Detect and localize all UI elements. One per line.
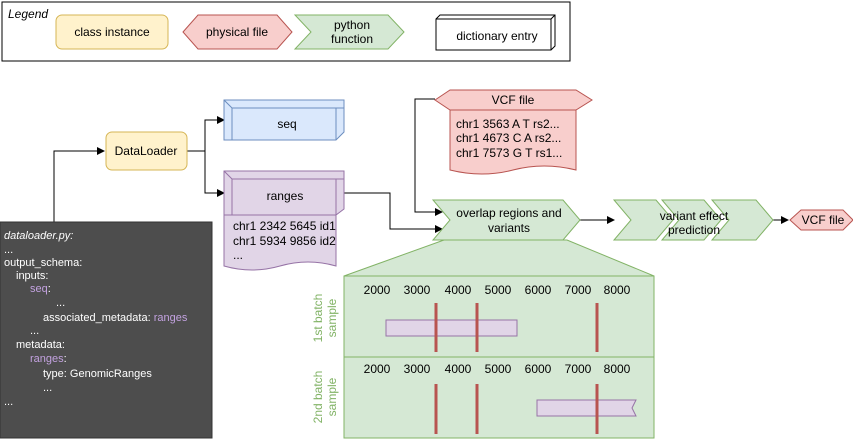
legend-dictionary-entry-label: dictionary entry — [456, 29, 537, 43]
vcf-file-input: VCF file chr1 3563 A T rs2... chr1 4673 … — [434, 89, 593, 175]
code-box: dataloader.py: ... output_schema: inputs… — [0, 221, 213, 439]
arrow-ranges-to-overlap — [344, 192, 443, 233]
overlap-label-2: variants — [488, 221, 530, 235]
vcf-output-label: VCF file — [802, 213, 845, 227]
tick-label: 6000 — [525, 362, 552, 376]
ranges-label: ranges — [267, 189, 304, 203]
code-line: ... — [56, 297, 65, 309]
arrow-dataloader-to-ranges — [187, 150, 225, 197]
arrow-code-to-dataloader — [53, 147, 105, 222]
legend-dictionary-entry-shape — [435, 14, 556, 51]
variant-effect-label-1: variant effect — [660, 209, 729, 223]
tick-label: 8000 — [604, 362, 631, 376]
code-line: type: GenomicRanges — [43, 368, 152, 380]
code-title: dataloader.py: — [4, 230, 73, 242]
code-line: seq: — [30, 283, 51, 295]
tick-label: 2000 — [364, 283, 391, 297]
code-line: associated_metadata: ranges — [43, 312, 188, 324]
legend-python-function-label-1: python — [334, 18, 370, 32]
legend-class-instance-shape — [55, 14, 169, 50]
tick-label: 7000 — [565, 362, 592, 376]
zoom-connector — [343, 239, 655, 277]
overlap-label-1: overlap regions and — [456, 206, 561, 220]
tick-label: 8000 — [604, 283, 631, 297]
ranges-line-3: ... — [233, 248, 243, 262]
ranges-line-2: chr1 5934 9856 id2 — [233, 234, 336, 248]
connectors — [53, 98, 789, 233]
code-line: ... — [4, 396, 13, 408]
code-line: ... — [43, 382, 52, 394]
tick-label: 4000 — [445, 362, 472, 376]
ranges-entries-box — [223, 214, 337, 271]
seq-node: seq — [223, 99, 345, 141]
batch2-label-1: 2nd batch — [311, 371, 325, 424]
tick-label: 3000 — [404, 283, 431, 297]
code-line: ... — [4, 244, 13, 256]
batch1-label-2: sample — [325, 298, 339, 337]
batch2-label-2: sample — [325, 377, 339, 416]
code-line: output_schema: — [4, 257, 82, 269]
vcf-file-title: VCF file — [492, 93, 535, 107]
code-line: ... — [30, 325, 39, 337]
dataloader-label: DataLoader — [115, 144, 178, 158]
tick-label: 7000 — [565, 283, 592, 297]
ranges-line-1: chr1 2342 5645 id1 — [233, 219, 336, 233]
code-line: inputs: — [16, 270, 48, 282]
arrow-dataloader-to-seq — [187, 116, 225, 152]
overlap-function-node — [431, 199, 581, 241]
zoom-panel: 2000 3000 4000 5000 6000 7000 8000 2000 … — [311, 275, 655, 439]
batch1-axis: 2000 3000 4000 5000 6000 7000 8000 — [364, 283, 631, 297]
variant-effect-node: variant effect prediction — [612, 199, 774, 241]
legend-physical-file-label: physical file — [206, 25, 268, 39]
legend-physical-file-shape — [182, 14, 293, 50]
code-line: ranges: — [30, 353, 67, 365]
legend: Legend class instance physical file pyth… — [1, 1, 571, 62]
batch2-range — [536, 399, 637, 417]
seq-label: seq — [277, 117, 296, 131]
tick-label: 3000 — [404, 362, 431, 376]
vcf-file-output — [789, 209, 853, 231]
code-line: metadata: — [16, 339, 65, 351]
arrow-vcf-to-overlap — [414, 98, 443, 216]
variant-effect-label-2: prediction — [668, 223, 720, 237]
tick-label: 2000 — [364, 362, 391, 376]
vcf-line-1: chr1 3563 A T rs2... — [456, 117, 560, 131]
legend-python-function-shape — [293, 14, 405, 50]
batch2-axis: 2000 3000 4000 5000 6000 7000 8000 — [364, 362, 631, 376]
tick-label: 4000 — [445, 283, 472, 297]
vcf-entries-box — [449, 109, 577, 175]
tick-label: 6000 — [525, 283, 552, 297]
legend-title: Legend — [8, 7, 48, 21]
tick-label: 5000 — [485, 283, 512, 297]
dataloader-node — [105, 131, 188, 171]
batch1-label-1: 1st batch — [311, 294, 325, 343]
legend-class-instance-label: class instance — [74, 25, 150, 39]
vcf-line-3: chr1 7573 G T rs1... — [456, 146, 562, 160]
vcf-line-2: chr1 4673 C A rs2... — [456, 131, 561, 145]
legend-python-function-label-2: function — [331, 32, 373, 46]
tick-label: 5000 — [485, 362, 512, 376]
batch1-range — [385, 319, 518, 337]
ranges-node: ranges chr1 2342 5645 id1 chr1 5934 9856… — [223, 170, 345, 271]
